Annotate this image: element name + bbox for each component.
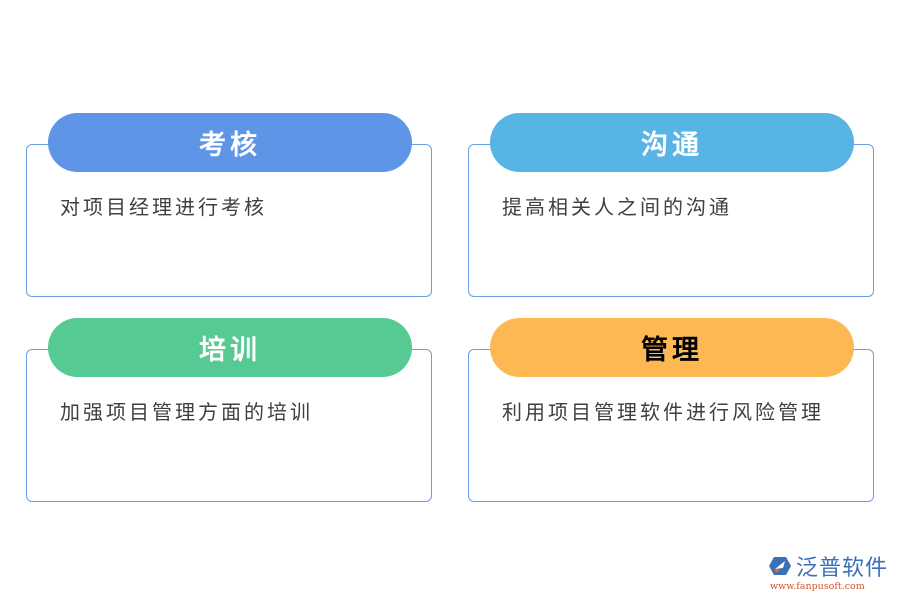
card-title-pill: 考核 xyxy=(48,113,412,172)
card-title-pill: 管理 xyxy=(490,318,854,377)
fanpu-logo-icon xyxy=(769,557,791,575)
card-description: 加强项目管理方面的培训 xyxy=(60,400,313,424)
card-communication: 沟通 提高相关人之间的沟通 xyxy=(468,113,876,301)
card-title: 管理 xyxy=(641,335,703,366)
card-title-pill: 培训 xyxy=(48,318,412,377)
card-assessment: 考核 对项目经理进行考核 xyxy=(26,113,434,301)
card-management: 管理 利用项目管理软件进行风险管理 xyxy=(468,318,876,506)
card-training: 培训 加强项目管理方面的培训 xyxy=(26,318,434,506)
card-title: 沟通 xyxy=(641,130,703,161)
card-title: 培训 xyxy=(199,335,261,366)
card-description: 提高相关人之间的沟通 xyxy=(502,195,732,219)
card-description: 利用项目管理软件进行风险管理 xyxy=(502,400,824,424)
card-description: 对项目经理进行考核 xyxy=(60,195,267,219)
brand-url: www.fanpusoft.com xyxy=(770,581,865,592)
brand-logo: 泛普软件 www.fanpusoft.com xyxy=(768,550,896,592)
card-title-pill: 沟通 xyxy=(490,113,854,172)
brand-name: 泛普软件 xyxy=(796,556,889,581)
card-title: 考核 xyxy=(199,130,261,161)
